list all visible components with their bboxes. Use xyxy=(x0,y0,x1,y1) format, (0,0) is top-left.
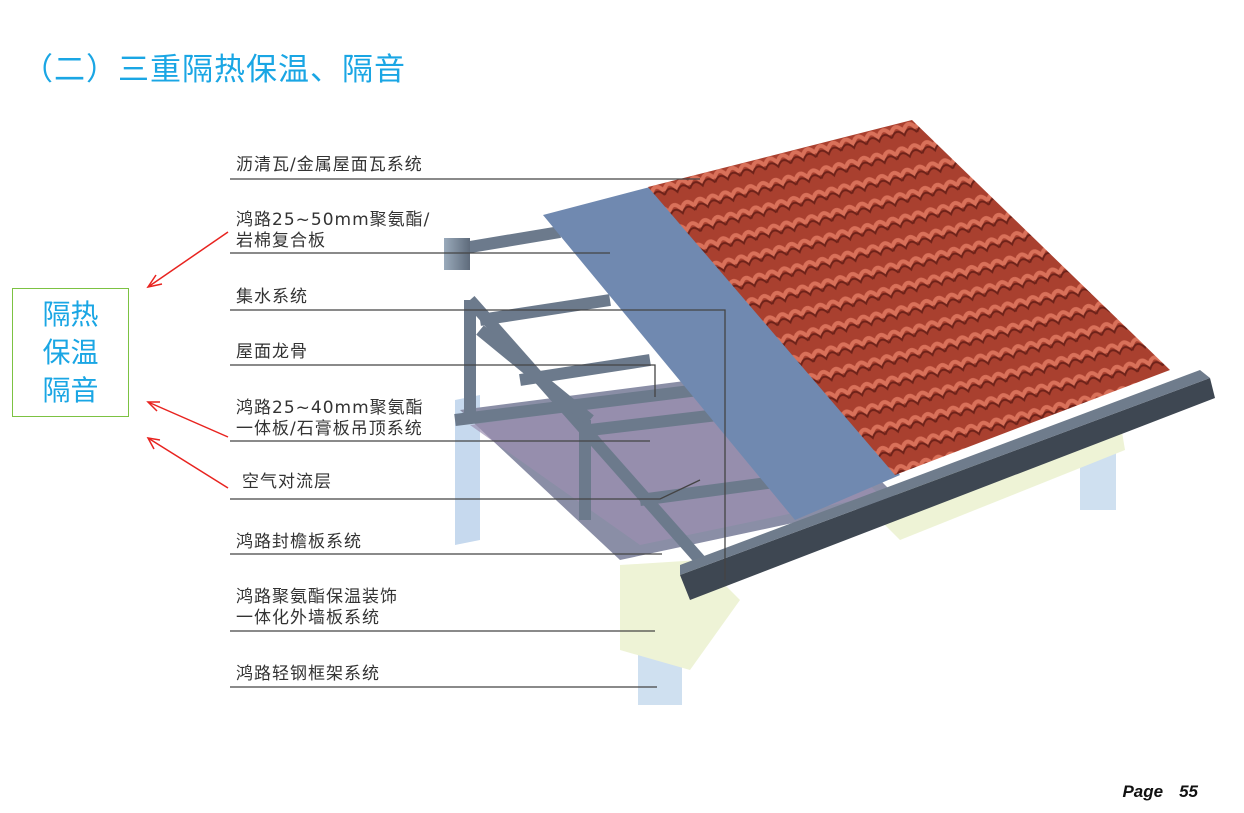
composite-panel xyxy=(543,187,900,520)
label-fascia-system: 鸿路封檐板系统 xyxy=(236,532,362,552)
legend-line: 保温 xyxy=(42,335,99,369)
legend-line: 隔热 xyxy=(42,297,99,331)
label-light-steel-frame: 鸿路轻钢框架系统 xyxy=(236,664,380,684)
roof-tiles xyxy=(648,120,1170,475)
legend-line: 隔音 xyxy=(42,373,99,407)
label-roof-tile-system: 沥清瓦/金属屋面瓦系统 xyxy=(236,155,423,175)
label-ceiling-system: 鸿路25~40mm聚氨酯一体板/石膏板吊顶系统 xyxy=(236,398,424,439)
label-roof-purlin: 屋面龙骨 xyxy=(236,342,308,362)
label-exterior-wall-system: 鸿路聚氨酯保温装饰一体化外墙板系统 xyxy=(236,587,398,628)
label-air-convection-layer: 空气对流层 xyxy=(242,472,332,492)
label-water-collection: 集水系统 xyxy=(236,287,308,307)
label-pu-rockwool-panel: 鸿路25~50mm聚氨酯/岩棉复合板 xyxy=(236,210,431,251)
insulation-legend-box: 隔热 保温 隔音 xyxy=(12,288,129,417)
gutter xyxy=(680,378,1215,600)
page-title: （二）三重隔热保温、隔音 xyxy=(22,52,406,88)
leader-lines xyxy=(230,178,726,688)
arrow-icon xyxy=(146,231,229,489)
